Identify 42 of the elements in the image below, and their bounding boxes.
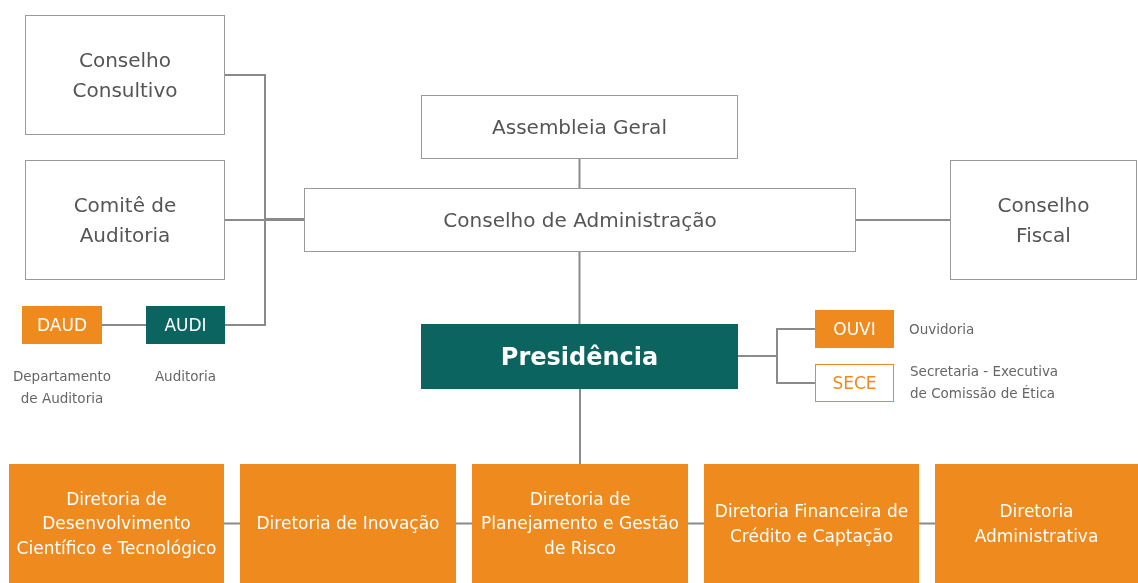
presidency-box [421, 324, 738, 389]
box-label: Diretoria de Inovação [256, 512, 440, 536]
connector-line [737, 355, 816, 384]
box-label: Conselho Consultivo [71, 47, 179, 104]
unit-box [472, 464, 688, 583]
connector-line [918, 522, 936, 525]
unit-box [704, 464, 919, 583]
connector-line [224, 218, 305, 326]
unit-caption: Auditoria [153, 367, 218, 386]
box-label: Diretoria Administrativa [973, 499, 1100, 548]
unit-box [935, 464, 1138, 583]
connector-line [579, 388, 581, 465]
org-box [25, 15, 225, 135]
box-label: OUVI [833, 319, 876, 339]
org-box [304, 188, 856, 252]
connector-line [224, 219, 305, 221]
box-label: Conselho Fiscal [996, 192, 1091, 249]
org-box [25, 160, 225, 280]
unit-box [9, 464, 224, 583]
unit-box [240, 464, 456, 583]
connector-line [455, 522, 473, 525]
box-label: Assembleia Geral [492, 114, 667, 141]
connector-line [223, 522, 241, 525]
connector-line [578, 158, 581, 189]
box-label: Presidência [500, 342, 659, 371]
box-label: Diretoria Financeira de Crédito e Captação [713, 499, 910, 548]
box-label: Diretoria de Desenvolvimento Científico e Tecnológico [15, 487, 218, 560]
connector-line [578, 251, 581, 325]
connector-line [855, 219, 951, 221]
box-label: SECE [832, 373, 877, 393]
unit-caption: Secretaria - Executiva de Comissão de Ética [910, 362, 1060, 403]
connector-line [687, 522, 705, 525]
connector-line [101, 324, 147, 326]
box-label: Conselho de Administração [443, 207, 717, 234]
box-label: AUDI [164, 315, 207, 335]
box-label: Comitê de Auditoria [72, 192, 178, 249]
box-label: Diretoria de Planejamento e Gestão de Risco [480, 487, 680, 560]
unit-caption: Ouvidoria [909, 320, 976, 339]
org-box [950, 160, 1137, 280]
org-box [421, 95, 738, 159]
box-label: DAUD [37, 315, 87, 335]
unit-caption: Departamento de Auditoria [11, 367, 113, 408]
